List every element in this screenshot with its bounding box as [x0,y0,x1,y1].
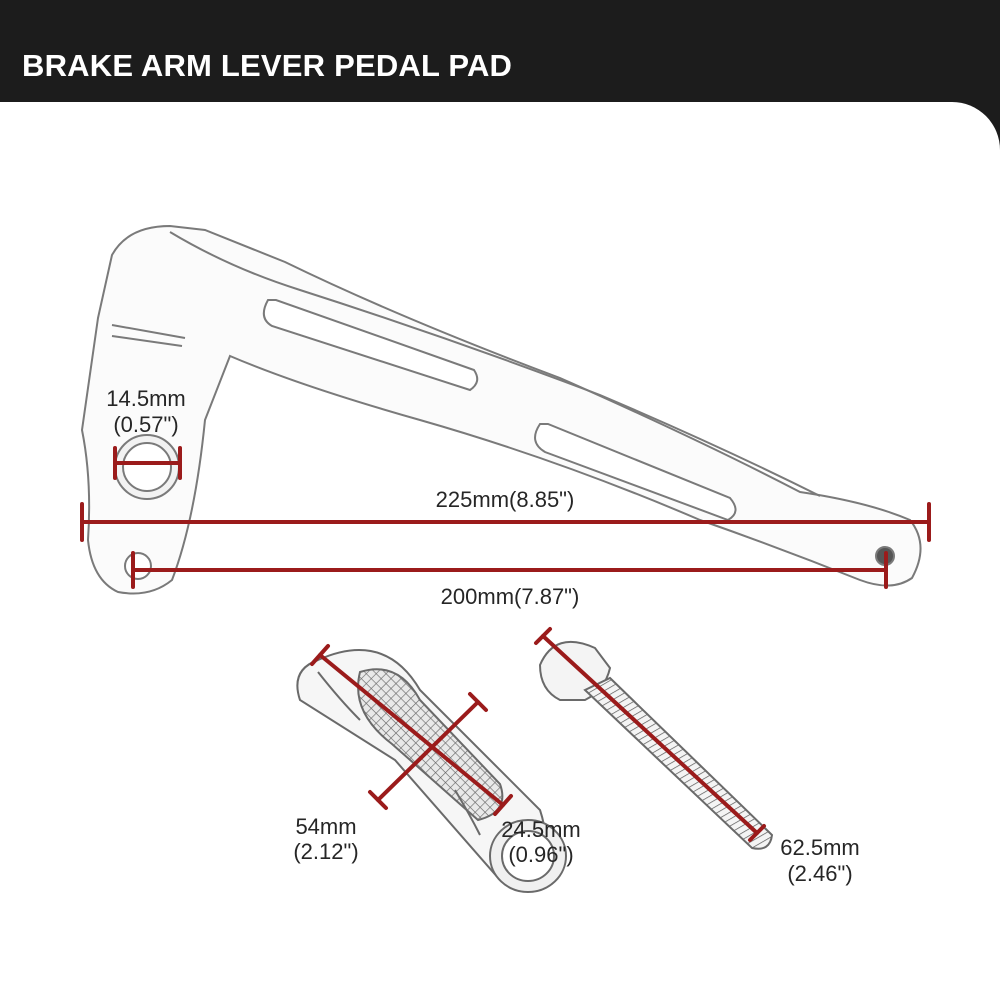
pivot-hole-inner [122,442,172,492]
pad-length-mm: 54mm [295,814,356,839]
lower-slot [534,423,737,522]
pad-diameter-inch: (0.96") [508,842,573,867]
dimension-labels: 14.5mm (0.57") 225mm(8.85") 200mm(7.87")… [106,386,859,886]
upper-slot [262,299,479,392]
bolt-length-mm: 62.5mm [780,835,859,860]
pivot-length-label: 200mm(7.87") [441,584,580,609]
lever-outline [80,224,922,595]
hole-dim-mm: 14.5mm [106,386,185,411]
lever-ridge [169,231,821,497]
pad-diameter-mm: 24.5mm [501,817,580,842]
dimension-lines [80,446,931,842]
dim-line-54 [318,653,505,807]
pad-length-inch: (2.12") [293,839,358,864]
pad-end-face-inner [501,830,555,882]
page-title: BRAKE ARM LEVER PEDAL PAD [22,48,513,83]
dim-line-24-5 [376,700,480,802]
bolt-length-inch: (2.46") [787,861,852,886]
overall-length-label: 225mm(8.85") [436,487,575,512]
pad-groove-1 [317,671,361,721]
pad-groove-2 [454,789,481,836]
small-hole [124,552,152,580]
hole-dim-inch: (0.57") [113,412,178,437]
lever-bend-edge [111,324,186,347]
brake-lever-arm [80,224,922,595]
dim-line-62-5 [541,634,759,835]
